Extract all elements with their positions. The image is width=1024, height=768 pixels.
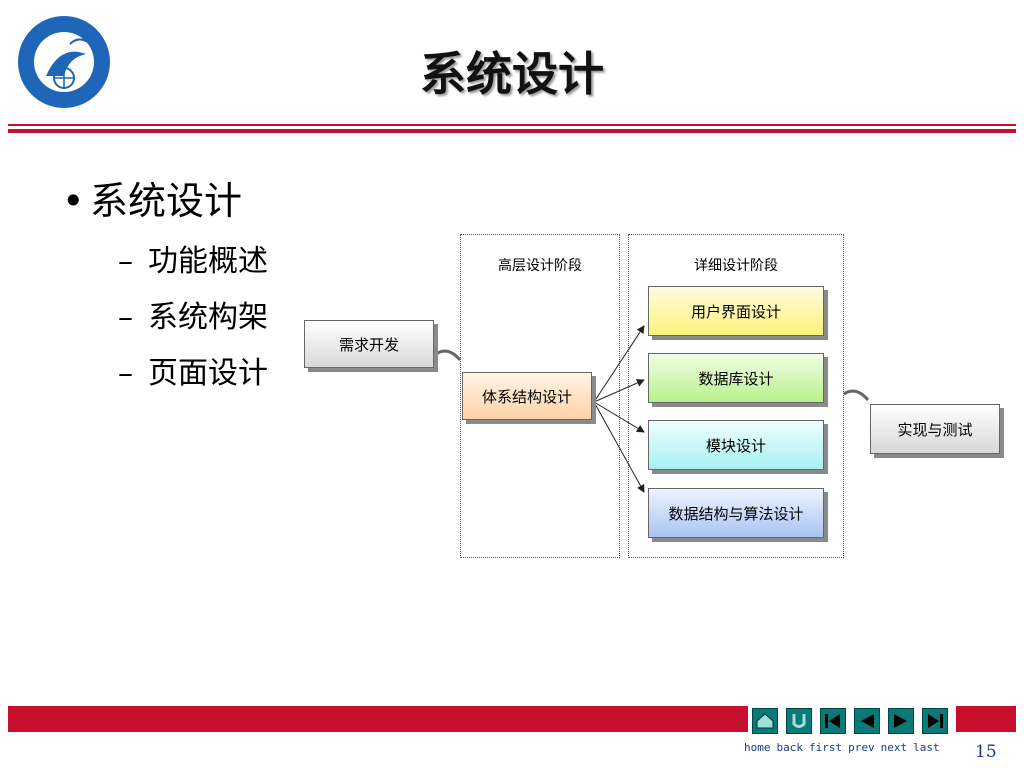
subitem-1: –功能概述 <box>118 236 268 280</box>
arrow-to-ui-design <box>593 325 645 403</box>
algo-design-box: 数据结构与算法设计 <box>648 488 824 538</box>
subitem-1-text: 功能概述 <box>148 244 268 279</box>
nav-labels: home back first prev next last <box>744 741 946 754</box>
subitem-dash: – <box>118 244 133 279</box>
requirements-box: 需求开发 <box>304 320 434 368</box>
nav-label-next[interactable]: next <box>880 741 908 754</box>
subitem-2-text: 系统构架 <box>148 300 268 335</box>
ui-design-box: 用户界面设计 <box>648 286 824 336</box>
diagram-connectors <box>435 325 870 493</box>
nav-label-prev[interactable]: prev <box>848 741 875 754</box>
main-bullet: •系统设计 <box>62 170 242 225</box>
home-button[interactable] <box>752 708 778 734</box>
db-design-box: 数据库设计 <box>648 353 824 403</box>
slide-title: 系统设计 <box>420 47 604 101</box>
arrow-to-algo-design <box>593 401 645 493</box>
title-rule-bottom <box>8 129 1016 133</box>
architecture-box: 体系结构设计 <box>462 372 592 420</box>
next-button[interactable] <box>888 708 914 734</box>
main-bullet-text: 系统设计 <box>90 179 243 223</box>
bullet-marker: • <box>62 179 85 223</box>
back-icon <box>792 714 806 728</box>
next-icon <box>894 714 907 728</box>
title-rule-top <box>8 124 1016 126</box>
subitem-3: –页面设计 <box>118 348 268 392</box>
last-button[interactable] <box>922 708 948 734</box>
design-process-diagram: 高层设计阶段 详细设计阶段 需求开发 体系结构设计 用户界面设计 数据库设计 模… <box>296 230 1008 562</box>
detail-phase-label: 详细设计阶段 <box>694 258 778 274</box>
subitem-dash: – <box>118 356 133 391</box>
subitem-2: –系统构架 <box>118 292 268 336</box>
back-button[interactable] <box>786 708 812 734</box>
prev-button[interactable] <box>854 708 880 734</box>
school-logo <box>16 14 112 110</box>
page-number: 15 <box>975 742 997 762</box>
curved-arrow-to-implementation <box>843 389 870 402</box>
nav-label-last[interactable]: last <box>913 741 940 754</box>
subitem-3-text: 页面设计 <box>148 356 268 391</box>
nav-label-first[interactable]: first <box>809 741 843 754</box>
module-design-box: 模块设计 <box>648 420 824 470</box>
arrow-to-module-design <box>593 401 645 433</box>
last-icon <box>928 714 943 728</box>
first-button[interactable] <box>820 708 846 734</box>
nav-label-home[interactable]: home <box>744 741 771 754</box>
curved-arrow-to-architecture <box>435 349 462 362</box>
subitem-dash: – <box>118 300 133 335</box>
first-icon <box>825 714 840 728</box>
arrow-to-db-design <box>593 379 645 403</box>
nav-label-back[interactable]: back <box>776 741 804 754</box>
school-emblem-icon <box>18 16 110 108</box>
home-icon <box>756 713 774 729</box>
prev-icon <box>861 714 874 728</box>
nav-button-group <box>748 703 956 736</box>
implementation-box: 实现与测试 <box>870 404 1000 454</box>
subitem-clip: –功能概述 –系统构架 –页面设计 <box>0 0 292 768</box>
high-level-phase-label: 高层设计阶段 <box>498 258 582 274</box>
